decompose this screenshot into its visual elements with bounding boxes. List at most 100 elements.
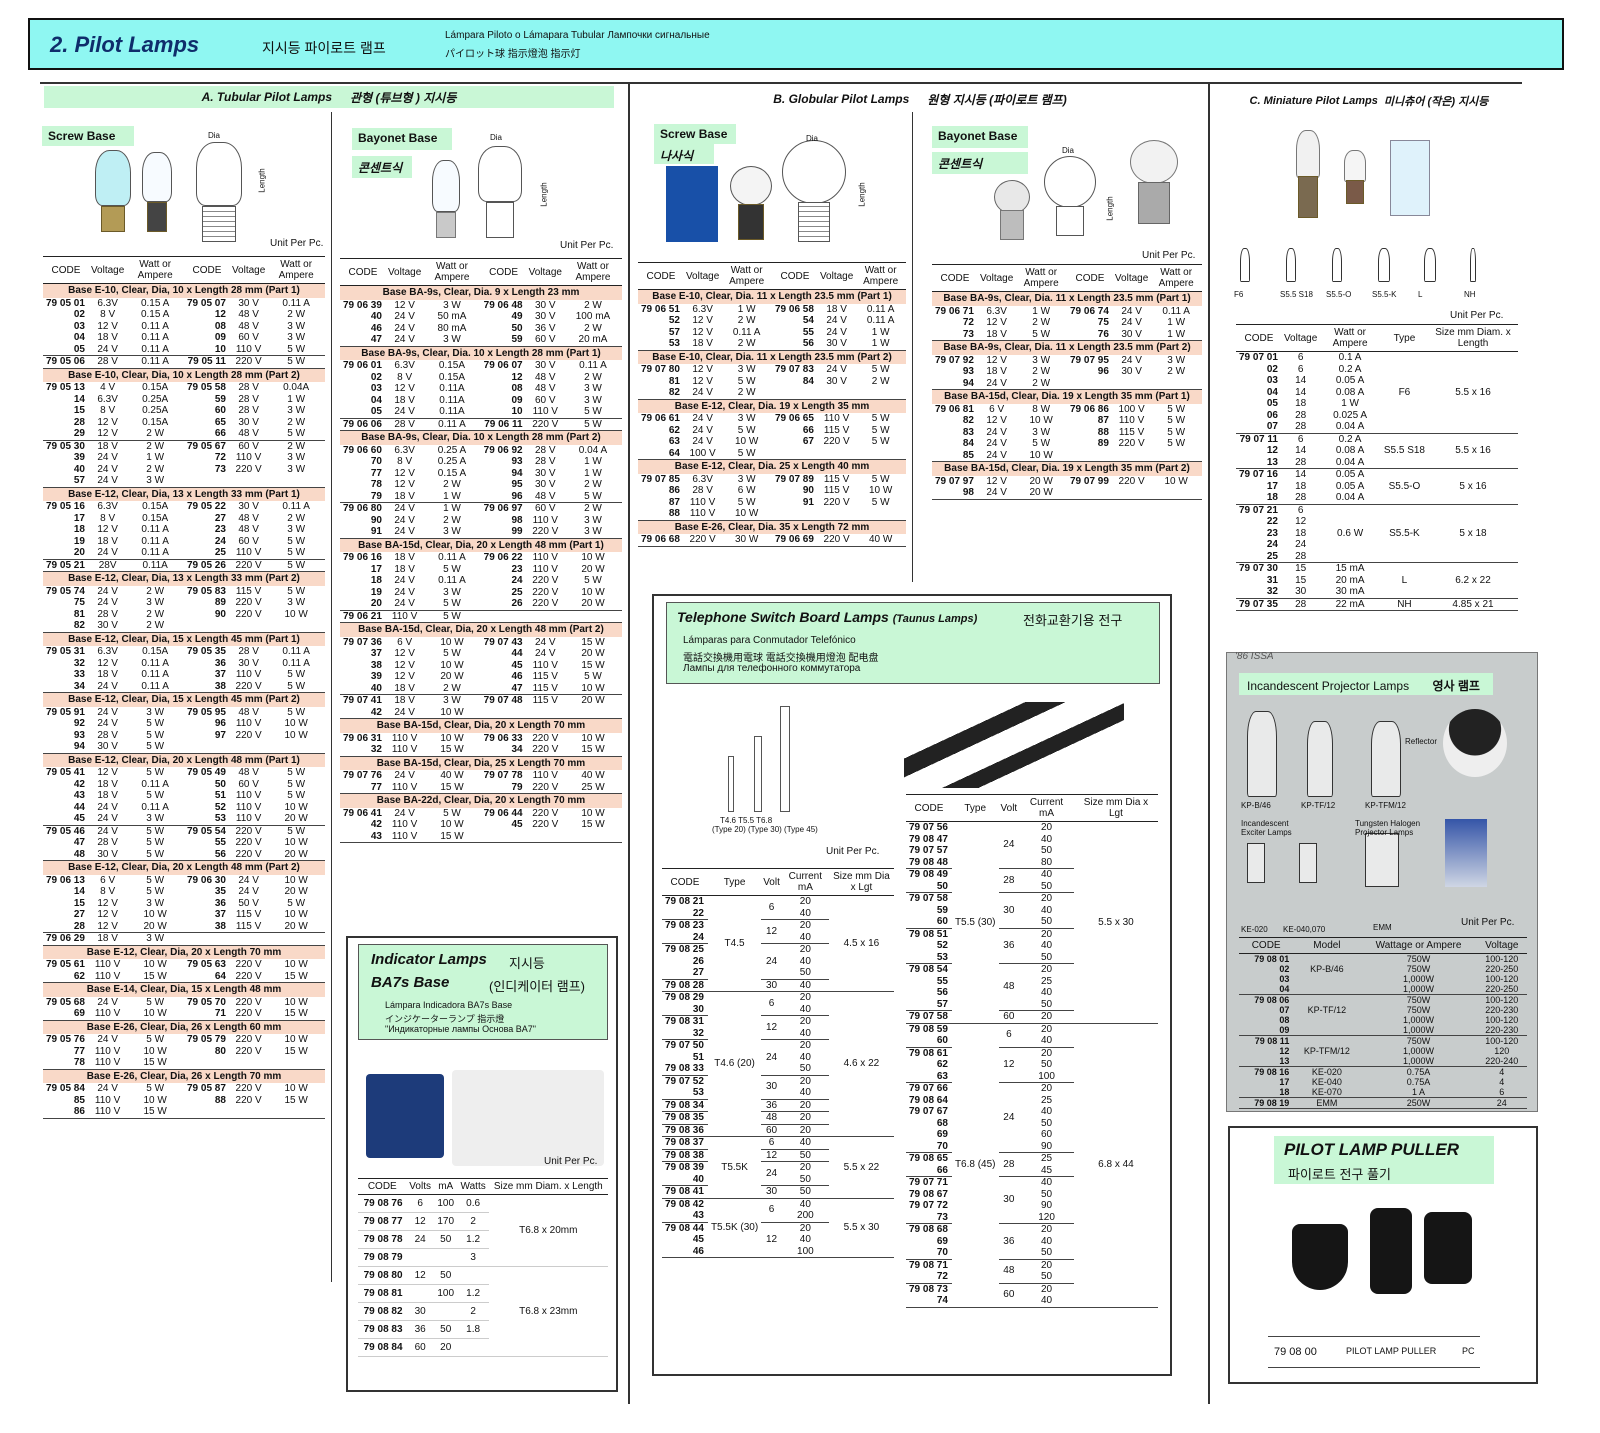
table-cell: 220 V: [526, 418, 564, 431]
table-cell: 79 05 31: [46, 646, 85, 657]
table-cell: 220-230: [1476, 1025, 1527, 1036]
table-cell: 79 07 99: [1069, 475, 1109, 487]
table-cell: 79 08 81: [363, 1288, 403, 1299]
table-cell: 5 W: [146, 718, 165, 729]
table-cell: 79 07 50: [665, 1040, 704, 1051]
kp-tfm12-icon: [1371, 721, 1401, 797]
table-cell: 12 V: [692, 364, 713, 375]
table-cell: 2 W: [146, 463, 165, 475]
table-cell: 79 06 11: [480, 418, 527, 431]
table-cell: 79 08 79: [363, 1252, 403, 1263]
table-cell: 79 06 61: [641, 413, 680, 424]
table-cell: 74: [906, 1295, 952, 1308]
table-cell: 79 06 01: [343, 360, 382, 371]
table-cell: 5 W: [1015, 328, 1067, 341]
table-cell: 46: [511, 671, 523, 682]
table-cell: 110 V: [532, 552, 558, 563]
indicator-ml-2: インジケーターランプ 指示燈: [385, 1014, 505, 1024]
table-cell: 25: [511, 586, 523, 598]
table-cell: 82: [43, 620, 89, 633]
reflector-label: Reflector: [1405, 737, 1438, 746]
table-cell: [407, 1285, 434, 1303]
table-cell: [1319, 504, 1381, 516]
table-cell: 110 V: [385, 781, 424, 794]
table-cell: 79 08 48: [906, 856, 952, 869]
table-cell: 12 V: [97, 524, 118, 535]
table-cell: 23: [214, 524, 226, 535]
table-cell: 220 V: [235, 1045, 262, 1057]
table-cell: 0.11 A: [141, 524, 169, 535]
group-caption-text: Base E-12, Clear, Dia, 13 x Length 33 mm…: [43, 571, 325, 586]
table-cell: 79 08 28: [662, 979, 708, 992]
table-cell: 17: [73, 512, 85, 524]
column-header: CODE: [43, 256, 89, 284]
table-cell: 40: [1040, 1106, 1053, 1117]
table-cell: 100-120: [1485, 995, 1519, 1005]
table-cell: 30 V: [88, 848, 127, 861]
group-caption-text: Base BA-9s, Clear, Dia. 9 x Length 23 mm: [340, 285, 622, 300]
fig-label: KP-B/46: [1241, 801, 1271, 810]
group-caption-text: Base BA-9s, Clear, Dia. 11 x Length 23.5…: [932, 340, 1202, 355]
exciter-note: Incandescent Exciter Lamps: [1241, 819, 1292, 837]
table-cell: 40: [1040, 987, 1053, 998]
indicator-photo-metal: [452, 1070, 604, 1166]
table-cell: 73: [932, 328, 978, 341]
bayonet-base-icon: [1138, 182, 1170, 224]
table-cell: 5 W: [287, 706, 306, 718]
table-cell: 6: [1476, 1087, 1527, 1098]
unit-label: Unit Per Pc.: [544, 1156, 598, 1167]
table-cell: 220 V: [235, 825, 262, 837]
table-cell: 62: [668, 424, 680, 436]
volt-cell: 12: [998, 1047, 1020, 1083]
table-cell: 12 V: [986, 475, 1007, 487]
group-caption: Base E-26, Clear, Dia. 35 x Length 72 mm: [638, 520, 906, 534]
table-cell: 40 W: [855, 534, 906, 547]
telephone-ml-2: 電話交換機用電球 電話交換機用燈泡 配电盘: [683, 653, 879, 664]
group-caption: Base E-12, Clear, Dia. 19 x Length 35 mm: [638, 399, 906, 413]
table-cell: 170: [437, 1216, 455, 1227]
table-cell: 49: [511, 311, 523, 322]
table-cell: 24 V: [385, 598, 424, 611]
table-cell: 24: [1295, 539, 1307, 550]
screw-base-icon: [738, 204, 764, 240]
table-cell: 24: [511, 575, 523, 586]
bayonet-base-icon: [486, 202, 514, 238]
table-cell: 91: [802, 496, 814, 508]
table-cell: 24: [214, 535, 226, 547]
table-cell: 36: [214, 657, 226, 669]
group-caption: Base E-12, Clear, Dia, 13 x Length 33 mm…: [43, 487, 325, 501]
table-cell: 0.04 A: [1319, 456, 1381, 469]
table-cell: 79 06 86: [1069, 403, 1109, 415]
table-cell: 5 W: [267, 559, 325, 572]
column-header: Size mm Dia x Lgt: [828, 868, 894, 896]
table-cell: 79 08 16: [1254, 1067, 1290, 1077]
table-cell: 0.11 A: [1162, 305, 1190, 317]
size-cell: 5.5 x 22: [828, 1136, 894, 1199]
table-cell: 32: [662, 1027, 708, 1040]
table-cell: 115 V: [235, 585, 262, 597]
table-cell: 0.025 A: [1333, 409, 1368, 421]
table-cell: 5 W: [737, 375, 756, 387]
table-cell: 28: [1295, 409, 1307, 421]
table-cell: 0.04 A: [578, 444, 608, 456]
table-cell: [184, 1057, 230, 1070]
